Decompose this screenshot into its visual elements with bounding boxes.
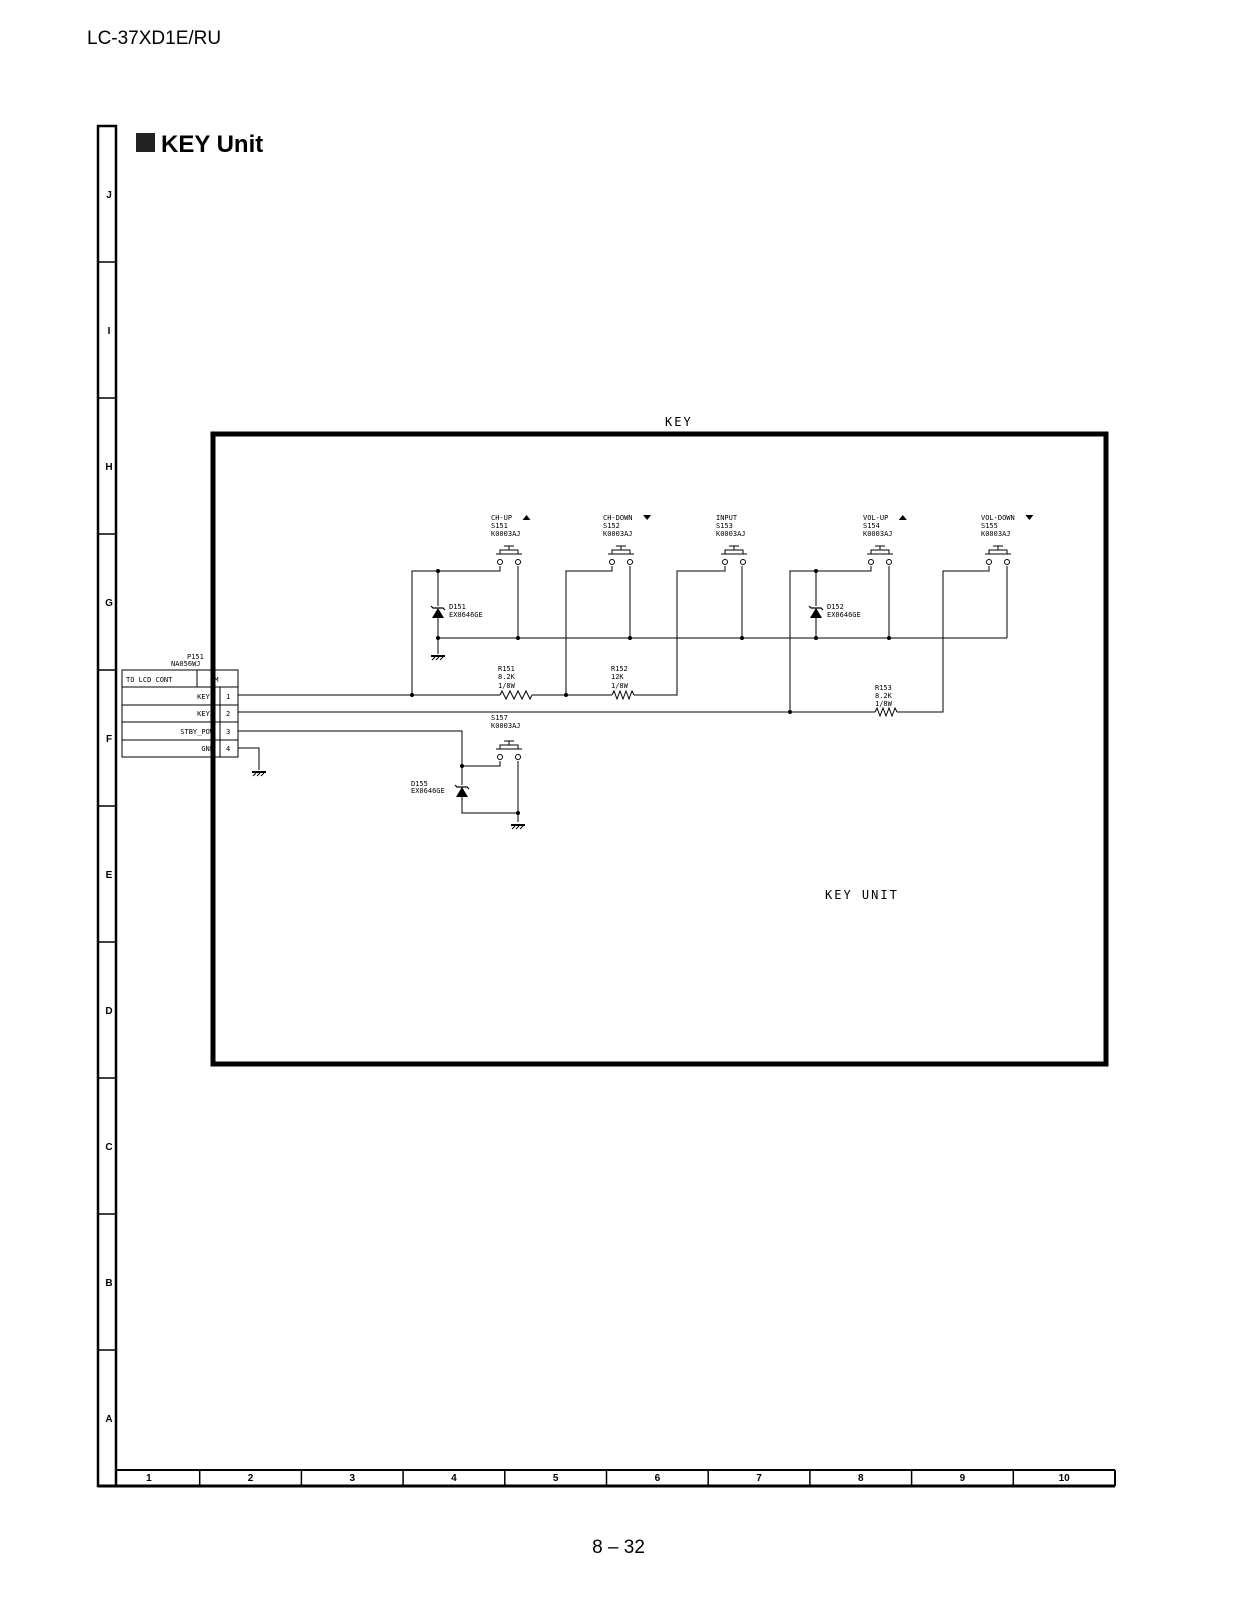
page-header-model: LC-37XD1E/RU [87,28,222,49]
zone-row-label: E [106,870,113,881]
zone-col-label: 4 [451,1473,457,1484]
resistor-value: 8.2K [498,673,516,681]
pin-number: 4 [226,745,230,753]
switch-part: K0003AJ [491,530,521,538]
junction-dots [410,569,891,815]
page-number: 8 – 32 [592,1537,645,1558]
switch-ref: S153 [716,522,733,530]
resistor-icon: R152 12K 1/8W [611,665,635,701]
zone-row-label: C [105,1142,112,1153]
resistor-power: 1/8W [498,682,516,690]
switch-part: K0003AJ [491,722,521,730]
zone-col-label: 6 [655,1473,661,1484]
diode-ref: D152 [827,603,844,611]
zone-row-label: A [105,1414,112,1425]
zone-col-label: 5 [553,1473,559,1484]
zone-col-label: 8 [858,1473,864,1484]
pin-name: GND [201,745,214,753]
zone-frame: J I H G F E D C B A 1 2 3 4 5 6 7 8 9 10 [96,124,1116,1488]
switch-function-label: CH-UP [491,514,512,522]
ground-symbol-icon [431,655,445,661]
zone-row-label: B [105,1278,112,1289]
zone-row-label: F [106,734,112,745]
zener-diode-icon: D151 EX0646GE [430,603,483,619]
switch-function-label: VOL-DOWN [981,514,1015,522]
resistor-power: 1/8W [611,682,629,690]
board-name: KEY [665,415,693,429]
zone-row-label: J [106,190,112,201]
diode-part: EX0646GE [827,611,861,619]
connector-part: NA056WJ [171,660,201,668]
zener-diode-icon: D152 EX0646GE [808,603,861,619]
pin-number: 2 [226,710,230,718]
switch-function-label: VOL-UP [863,514,888,522]
zone-col-label: 3 [349,1473,355,1484]
switch-ref: S154 [863,522,880,530]
ground-symbol-icon [511,824,525,830]
zone-row-label: G [105,598,113,609]
ground-symbol-icon [252,771,266,777]
switch-ref: S157 [491,714,508,722]
section-title: KEY Unit [161,131,263,158]
resistor-value: 12K [611,673,624,681]
zone-col-label: 9 [960,1473,966,1484]
switch-part: K0003AJ [603,530,633,538]
pin-name: KEY1 [197,693,214,701]
switch-ref: S155 [981,522,998,530]
zone-col-label: 1 [146,1473,152,1484]
diode-part: EX0646GE [411,787,445,795]
board-unit-label: KEY UNIT [825,888,899,902]
connector-p151: P151 NA056WJ TO LCD CONT KM KEY1 KEY2 ST… [121,653,239,758]
diode-ref: D155 [411,780,428,788]
switch-part: K0003AJ [716,530,746,538]
switch-function-label: CH-DOWN [603,514,633,522]
diode-ref: D151 [449,603,466,611]
diode-part: EX0646GE [449,611,483,619]
connector-header-left: TO LCD CONT [126,676,173,684]
connector-header-right: KM [210,676,218,684]
zone-row-label: D [105,1006,112,1017]
triangle-up-icon [898,515,907,520]
resistor-ref: R151 [498,665,515,673]
zener-diode-icon: D155 EX0646GE [411,780,470,797]
resistor-power: 1/8W [875,700,893,708]
pin-number: 3 [226,728,230,736]
switch-part: K0003AJ [981,530,1011,538]
switch-part: K0003AJ [863,530,893,538]
zone-col-label: 2 [248,1473,254,1484]
resistor-ref: R152 [611,665,628,673]
triangle-down-icon [1025,515,1034,520]
zone-row-label: H [105,462,112,473]
wires [238,566,1008,822]
pin-name: STBY_POW [180,728,215,736]
resistor-icon: R151 8.2K 1/8W [498,665,533,701]
resistor-value: 8.2K [875,692,893,700]
section-title-square-icon [136,133,155,152]
switch-ref: S152 [603,522,620,530]
pin-number: 1 [226,693,230,701]
triangle-up-icon [522,515,531,520]
pin-name: KEY2 [197,710,214,718]
triangle-down-icon [643,515,652,520]
connector-ref: P151 [187,653,204,661]
key-board-outline [210,431,1109,1067]
zone-col-label: 7 [756,1473,762,1484]
switch-ref: S151 [491,522,508,530]
resistor-icon: R153 8.2K 1/8W [874,684,898,718]
zone-row-label: I [108,326,111,337]
zone-col-label: 10 [1059,1473,1071,1484]
switch-function-label: INPUT [716,514,738,522]
resistor-ref: R153 [875,684,892,692]
